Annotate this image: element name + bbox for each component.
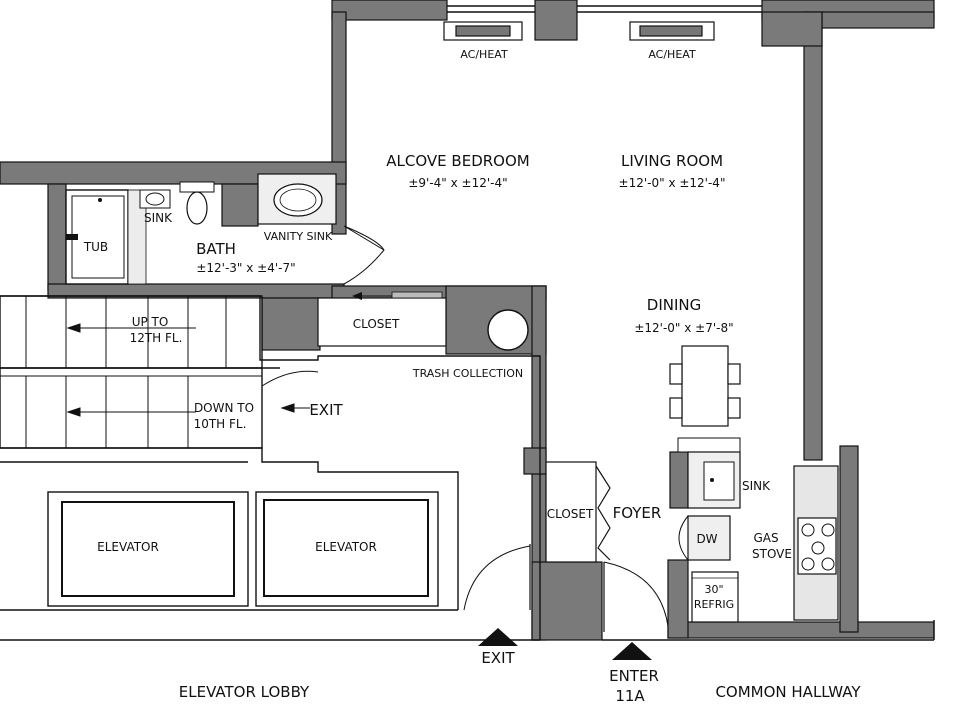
entry-door-swing [603, 561, 669, 627]
kitchen [677, 437, 839, 623]
stairs-up-line2: 12TH FL. [130, 331, 183, 345]
burner-icon [801, 557, 815, 571]
ac-heat-left-label: AC/HEAT [460, 48, 508, 61]
closet-hall [317, 291, 447, 347]
refrigerator [691, 571, 739, 623]
burner-icon [811, 541, 825, 555]
up-arrow-icon [66, 323, 81, 333]
dining-table [669, 345, 741, 427]
chair [669, 397, 683, 419]
refrig-size-label: 30" [704, 583, 723, 596]
closet-foyer-box [545, 461, 597, 563]
alcove-bedroom-dim: ±9'-4" x ±12'-4" [408, 176, 507, 190]
burner-icon [801, 523, 815, 537]
stairs-down-line1: DOWN TO [194, 401, 254, 415]
ac-heat-right-label: AC/HEAT [648, 48, 696, 61]
kitchen-sink-label: SINK [742, 479, 771, 493]
kitchen-sink-basin-icon [703, 461, 735, 501]
wall-top-left-block [331, 0, 448, 21]
enter-label-line2: 11A [615, 687, 645, 705]
stove-label: STOVE [752, 547, 792, 561]
bath-dim: ±12'-3" x ±4'-7" [196, 261, 295, 275]
closet-foyer-label: CLOSET [547, 507, 594, 521]
enter-label-line1: ENTER [609, 667, 659, 685]
bath [65, 173, 385, 285]
dw-label: DW [696, 532, 717, 546]
elevator-lobby-label: ELEVATOR LOBBY [179, 683, 310, 701]
bath-sink-basin-icon [145, 192, 165, 206]
burner-icon [821, 523, 835, 537]
bath-sink-label: SINK [144, 211, 173, 225]
wall-right-return [821, 11, 935, 29]
dining-name: DINING [647, 296, 701, 314]
enter-arrow-icon [612, 642, 652, 660]
wall-bath-left [47, 183, 67, 291]
wall-kitchen-bottom [667, 621, 935, 639]
gas-label: GAS [753, 531, 778, 545]
burner-icon [821, 557, 835, 571]
closet-door-arrow-icon [352, 292, 362, 300]
alcove-bedroom-name: ALCOVE BEDROOM [386, 152, 529, 170]
elevator-right-label: ELEVATOR [315, 540, 377, 554]
tub-faucet-icon [66, 234, 78, 240]
foyer [463, 461, 669, 632]
bath-floor-tile [127, 189, 147, 285]
labels: AC/HEAT AC/HEAT ALCOVE BEDROOM ±9'-4" x … [83, 48, 862, 705]
down-arrow-icon [66, 407, 81, 417]
stairs-up-line1: UP TO [132, 315, 169, 329]
chair [727, 397, 741, 419]
wall-foyer-notch [523, 447, 547, 475]
dining-dim: ±12'-0" x ±7'-8" [634, 321, 733, 335]
foyer-name: FOYER [613, 504, 662, 522]
lobby-exit-arrow-icon [478, 628, 518, 646]
exit-door-swing [463, 545, 531, 611]
living-room-dim: ±12'-0" x ±12'-4" [619, 176, 726, 190]
chair [727, 363, 741, 385]
dishwasher [687, 515, 731, 561]
tub-label: TUB [83, 240, 108, 254]
elevators [47, 491, 439, 607]
stairs-down-line2: 10TH FL. [194, 417, 247, 431]
outline [0, 5, 935, 641]
closet-foyer-bifold-door [595, 465, 611, 561]
stair-exit-label: EXIT [309, 401, 343, 419]
chair [669, 363, 683, 385]
bath-name: BATH [196, 240, 236, 258]
stair-arrows [66, 323, 310, 417]
tub-drain-icon [98, 198, 102, 202]
stair-door-swing [261, 370, 319, 387]
wall-bath-partition [221, 183, 259, 227]
ac-heat-units [443, 21, 715, 41]
lobby-exit-label: EXIT [481, 649, 515, 667]
wall-closet-left [261, 297, 321, 351]
bath-door-swing [343, 225, 385, 285]
trash-label: TRASH COLLECTION [412, 367, 523, 380]
refrig-label: REFRIG [694, 598, 734, 611]
exit-arrow-icon [280, 403, 295, 413]
toilet-tank-icon [179, 181, 215, 193]
wall-kitchen-right [839, 445, 859, 633]
elevator-left-label: ELEVATOR [97, 540, 159, 554]
wall-kitchen-left-post [669, 451, 689, 509]
vanity-sink-label: VANITY SINK [264, 230, 333, 243]
common-hallway-label: COMMON HALLWAY [715, 683, 861, 701]
wall-corner-right [761, 11, 823, 47]
closet-hall-label: CLOSET [353, 317, 400, 331]
toilet-bowl-icon [186, 191, 208, 225]
wall-foyer-bottom-left [531, 561, 603, 641]
living-room-name: LIVING ROOM [621, 152, 723, 170]
wall-apartment-right [803, 11, 823, 461]
wall-kitchen-left-lower [667, 559, 689, 639]
trash-chute-icon [487, 309, 529, 351]
wall-top-middle-block [534, 0, 578, 41]
